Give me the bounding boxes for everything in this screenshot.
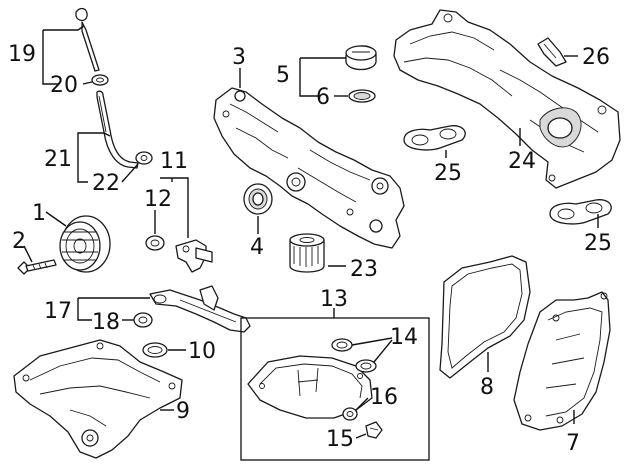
callout-labels: 19 20 21 22 1 2 11 12 3 5 6 4 23 26 24 2…: [8, 42, 612, 456]
callout-7: 7: [566, 431, 580, 456]
pcv-valve-assembly: [175, 239, 213, 273]
callout-26: 26: [582, 45, 610, 70]
callout-4: 4: [250, 235, 264, 260]
callout-13: 13: [320, 287, 348, 312]
dipstick-tube: [96, 90, 139, 169]
intake-manifold: [393, 9, 621, 189]
callout-25: 25: [434, 161, 462, 186]
timing-cover: [213, 87, 405, 249]
callout-12: 12: [144, 187, 172, 212]
oil-filter: [289, 233, 325, 273]
dipstick-o-ring: [91, 74, 109, 86]
callout-10: 10: [188, 339, 216, 364]
seal: [537, 37, 567, 67]
callout-24: 24: [508, 149, 536, 174]
callout-11: 11: [160, 149, 188, 174]
callout-5: 5: [276, 63, 290, 88]
callout-6: 6: [316, 85, 330, 110]
oil-pan-lower: [247, 355, 373, 419]
pickup-o-ring: [133, 312, 153, 328]
drain-plug-gasket: [342, 407, 358, 421]
engine-cover-side: [513, 291, 611, 431]
callout-21: 21: [44, 147, 72, 172]
callout-25-b: 25: [584, 231, 612, 256]
crankshaft-pulley: [59, 215, 111, 273]
intake-gasket: [403, 125, 466, 151]
callout-22: 22: [92, 171, 120, 196]
callout-23: 23: [350, 257, 378, 282]
callout-8: 8: [480, 375, 494, 400]
callout-1: 1: [32, 201, 46, 226]
oil-filler-cap-assembly: [345, 45, 377, 71]
callout-18: 18: [92, 310, 120, 335]
callout-2: 2: [12, 229, 26, 254]
oil-pickup-tube: [149, 285, 251, 333]
tube-o-ring: [135, 151, 153, 165]
intake-gasket-2: [549, 199, 612, 225]
callout-9: 9: [176, 399, 190, 424]
callout-19: 19: [8, 42, 36, 67]
callout-16: 16: [370, 385, 398, 410]
oil-pan-upper: [13, 339, 183, 459]
dipstick: [75, 7, 100, 72]
o-ring: [142, 342, 168, 358]
pcv-gasket: [145, 235, 165, 251]
drain-plug: [365, 421, 383, 439]
callout-15: 15: [326, 427, 354, 452]
pulley-bolt: [17, 259, 57, 275]
callout-20: 20: [50, 73, 78, 98]
leader-lines: [23, 25, 599, 439]
callout-14: 14: [390, 325, 418, 350]
callout-3: 3: [232, 45, 246, 70]
cover-gasket: [439, 255, 531, 379]
front-crankshaft-seal: [243, 183, 273, 215]
oil-pan-kit-box: [240, 317, 430, 461]
cap-gasket: [348, 89, 376, 103]
callout-17: 17: [44, 299, 72, 324]
